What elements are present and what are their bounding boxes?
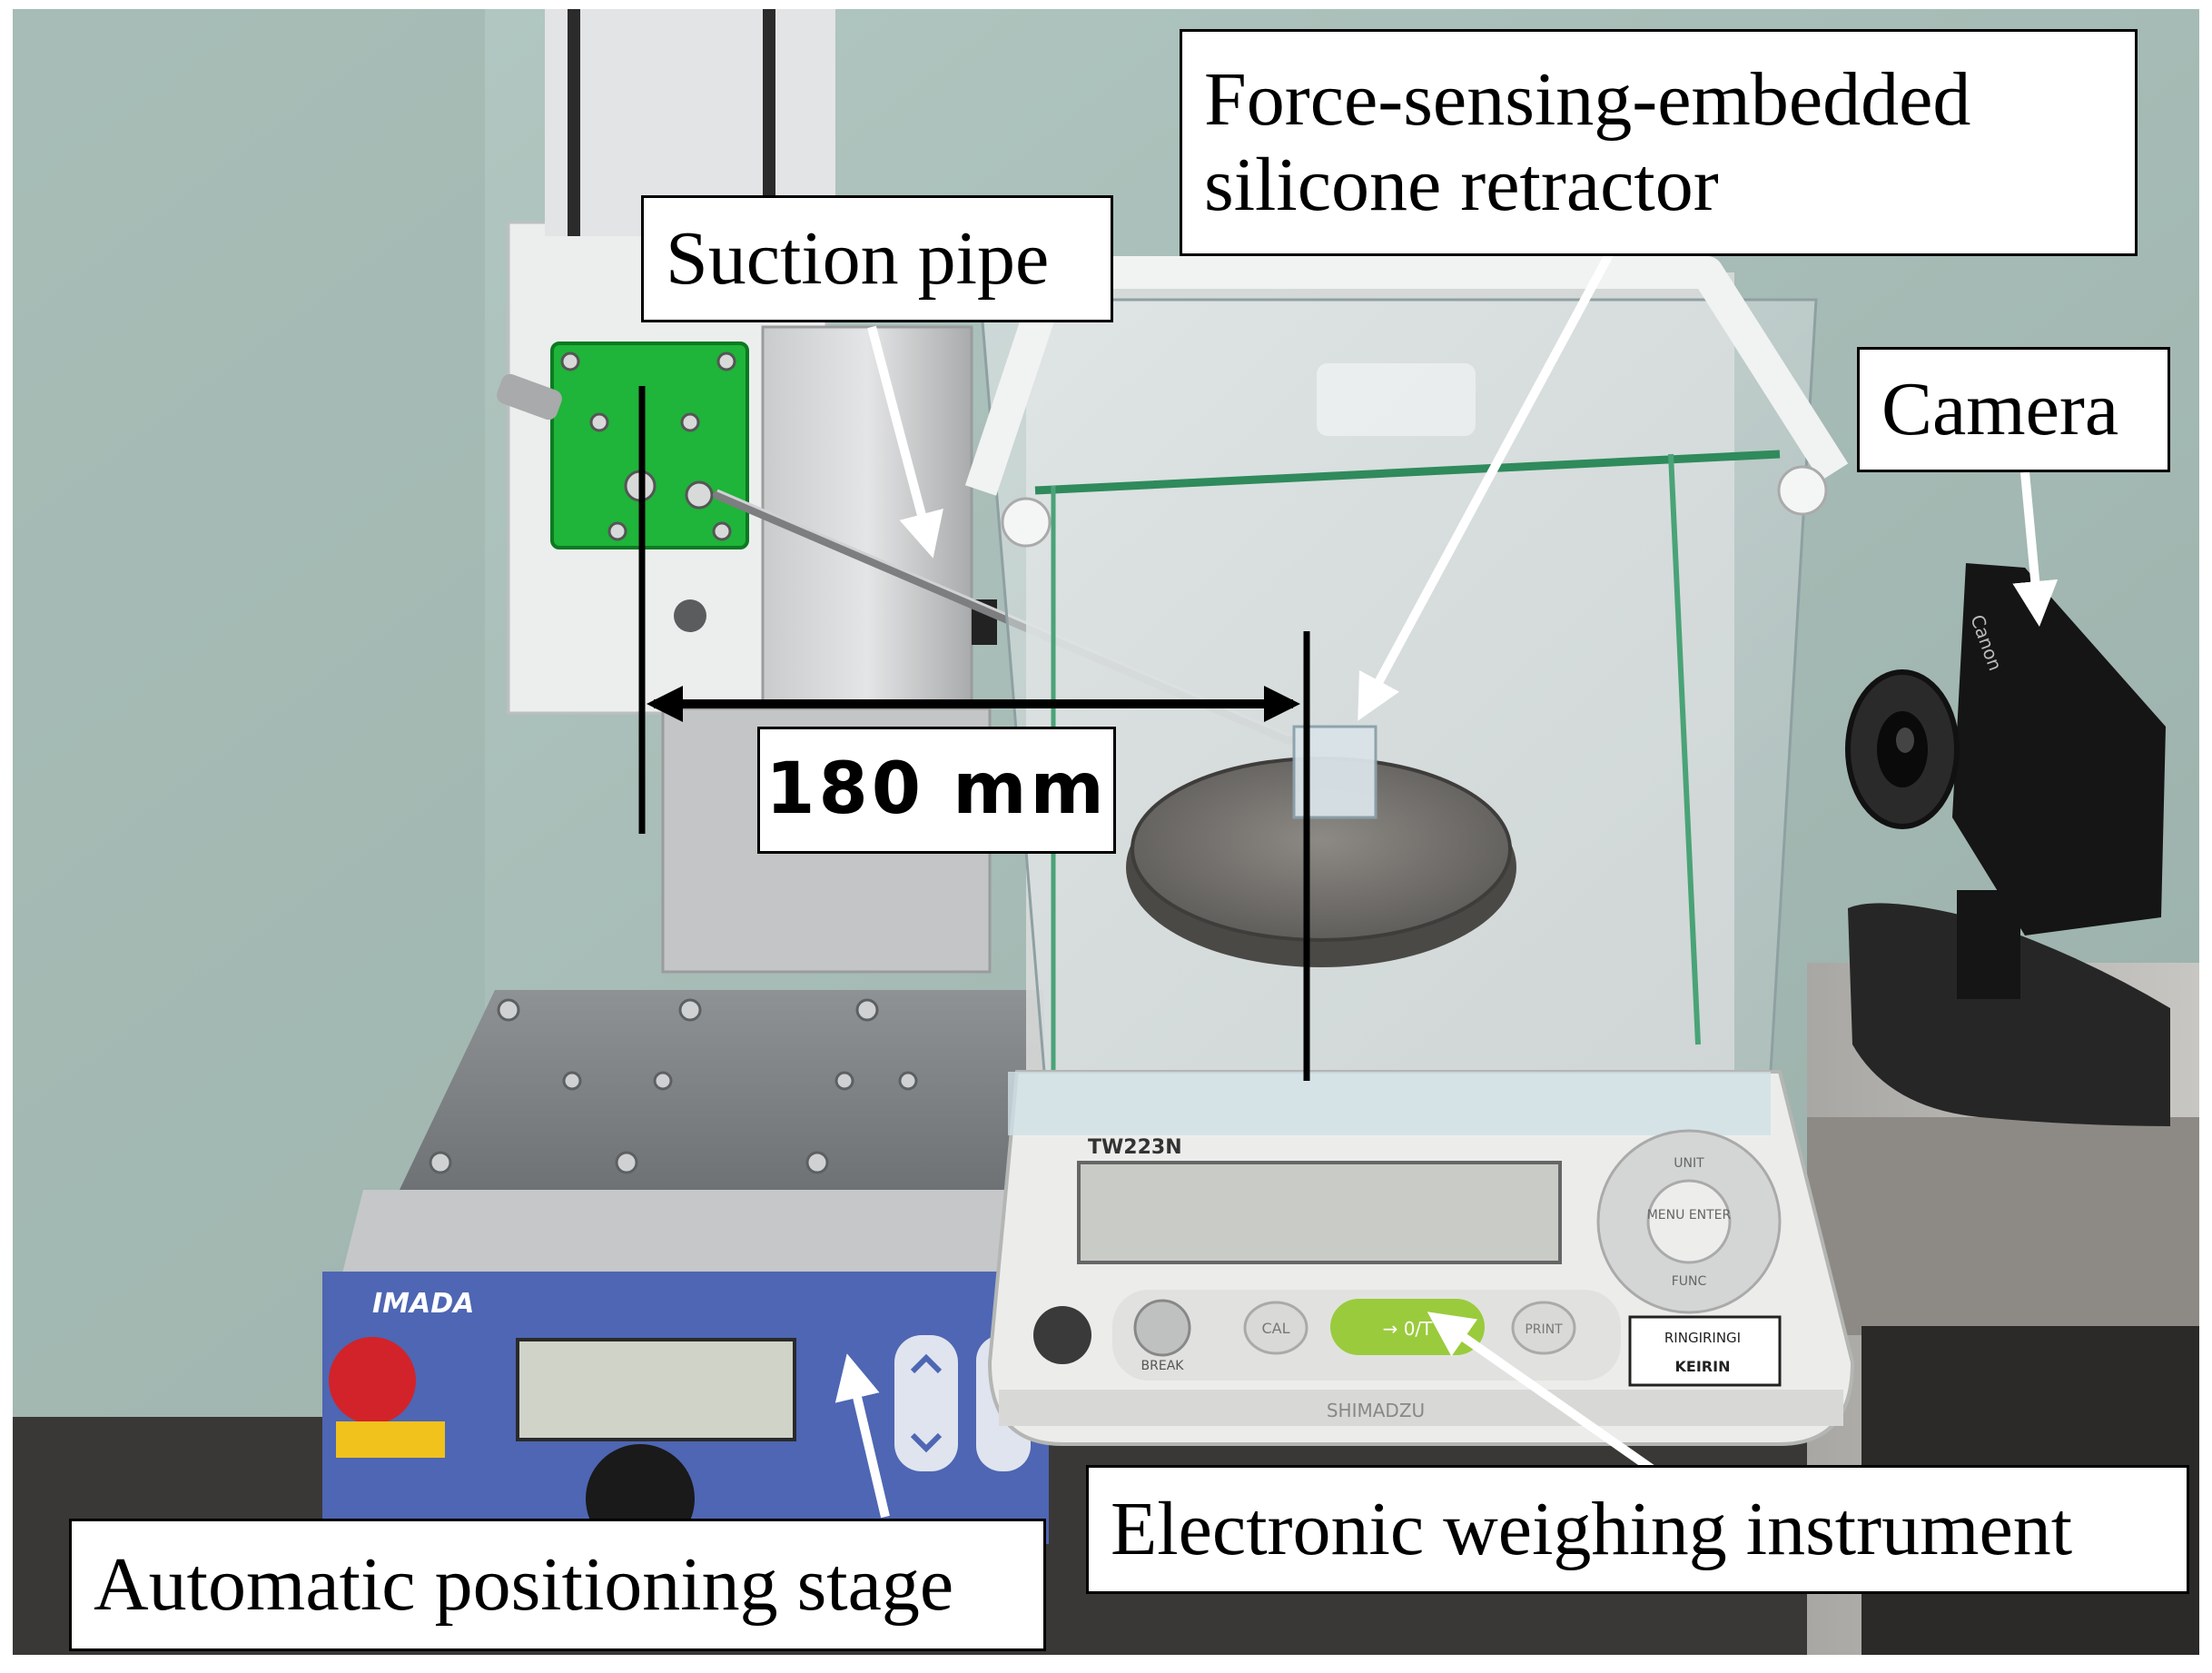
label-camera-text: Camera [1881, 366, 2119, 451]
label-distance: 180 mm [757, 727, 1116, 854]
camera-body [1952, 563, 2166, 935]
svg-text:UNIT: UNIT [1674, 1156, 1704, 1171]
svg-text:FUNC: FUNC [1672, 1274, 1707, 1289]
stage-brand-text: IMADA [372, 1288, 474, 1320]
svg-text:→ 0/T: → 0/T [1383, 1318, 1434, 1340]
svg-text:TW223N: TW223N [1088, 1136, 1182, 1159]
emergency-stop-icon [329, 1337, 416, 1424]
svg-text:SHIMADZU: SHIMADZU [1327, 1400, 1425, 1421]
label-positioning-stage: Automatic positioning stage [69, 1519, 1046, 1651]
svg-text:RINGIRINGI: RINGIRINGI [1664, 1330, 1741, 1346]
label-retractor-line2: silicone retractor [1204, 143, 1719, 227]
arrow-weighing-instrument [1427, 1312, 1655, 1474]
label-weighing-instrument-text: Electronic weighing instrument [1111, 1486, 2073, 1571]
scale-display [1077, 1161, 1562, 1264]
svg-text:KEIRIN: KEIRIN [1675, 1358, 1731, 1375]
label-retractor-line1: Force-sensing-embedded [1204, 56, 1971, 142]
svg-text:MENU ENTER: MENU ENTER [1647, 1208, 1732, 1223]
arrow-retractor [1358, 247, 1616, 721]
glass-top-edge [1034, 450, 1781, 495]
label-distance-text: 180 mm [765, 748, 1108, 831]
label-positioning-stage-text: Automatic positioning stage [94, 1541, 954, 1627]
camera-illustration: Canon [1845, 563, 2170, 1126]
positioning-stage-illustration: IMADA [322, 9, 1049, 1553]
label-suction-pipe: Suction pipe [641, 195, 1113, 322]
arrow-camera [2012, 471, 2059, 627]
ringiringi-sticker [1628, 1315, 1782, 1387]
arrow-positioning-stage [834, 1353, 890, 1519]
arrow-suction-pipe [867, 325, 943, 559]
label-suction-pipe-text: Suction pipe [666, 215, 1050, 301]
label-weighing-instrument: Electronic weighing instrument [1086, 1465, 2189, 1594]
svg-text:BREAK: BREAK [1141, 1359, 1185, 1373]
green-holder [550, 342, 749, 549]
svg-text:CAL: CAL [1261, 1320, 1289, 1337]
weighing-instrument-illustration: TW223N MENU ENTER UNIT FUNC BREAK CAL → … [964, 256, 1855, 1446]
label-retractor: Force-sensing-embedded silicone retracto… [1180, 29, 2138, 256]
label-camera: Camera [1857, 347, 2170, 472]
svg-text:PRINT: PRINT [1525, 1322, 1563, 1337]
